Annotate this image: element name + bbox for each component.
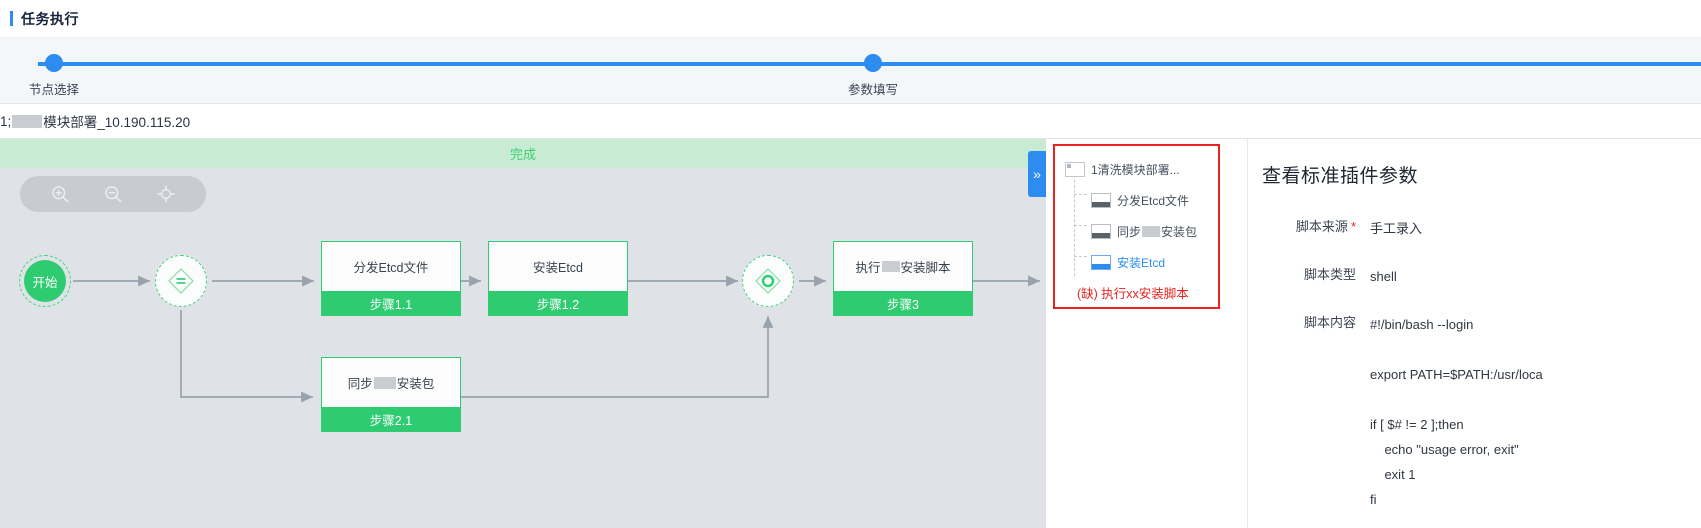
- flow-node-start[interactable]: 开始: [19, 255, 71, 307]
- chevron-double-right-icon: »: [1033, 166, 1041, 182]
- tree-item-label: (缺) 执行xx安装脚本: [1077, 286, 1189, 301]
- zoom-in-icon[interactable]: [50, 184, 70, 204]
- tree-tick: [1074, 225, 1087, 226]
- param-row-script-type: 脚本类型 shell: [1262, 264, 1701, 289]
- flow-canvas-column: 完成: [0, 139, 1046, 528]
- root-node-icon: [1065, 162, 1085, 177]
- content-area: 完成: [0, 139, 1701, 528]
- param-label-text: 脚本类型: [1303, 267, 1356, 282]
- node-step-badge: 步骤1.1: [322, 291, 460, 315]
- param-label: 脚本类型: [1262, 264, 1370, 283]
- param-row-script-content: 脚本内容 #!/bin/bash --login export PATH=$PA…: [1262, 312, 1701, 512]
- page-header: 任务执行: [0, 0, 1701, 38]
- node-title: 分发Etcd文件: [322, 242, 460, 291]
- step-parameter-fill[interactable]: 参数填写: [848, 54, 898, 98]
- status-badge: 完成: [509, 147, 536, 162]
- redacted-block: [1142, 226, 1161, 237]
- step-node-selection[interactable]: 节点选择: [29, 54, 79, 98]
- task-name-row: 1; 模块部署_10.190.115.20: [0, 104, 1701, 139]
- node-tree-highlight-box: 1清洗模块部署... 分发Etcd文件 同步安装包 安装Etcd (缺) 执行x…: [1053, 144, 1220, 309]
- node-step-badge: 步骤2.1: [322, 407, 460, 431]
- tree-item-missing-script[interactable]: (缺) 执行xx安装脚本: [1055, 278, 1218, 306]
- node-title: 同步安装包: [322, 358, 460, 407]
- gateway-circle: [155, 255, 207, 307]
- step-dot-icon: [864, 54, 882, 72]
- param-label: 脚本内容: [1262, 312, 1370, 331]
- tree-item-label: 分发Etcd文件: [1117, 194, 1190, 208]
- param-label-text: 脚本内容: [1303, 315, 1356, 330]
- page-title: 任务执行: [21, 10, 79, 27]
- title-accent-bar: [10, 11, 13, 26]
- panel-collapse-button[interactable]: »: [1028, 151, 1046, 197]
- param-value: 手工录入: [1370, 221, 1423, 236]
- step-label: 节点选择: [29, 83, 80, 97]
- redacted-block: [881, 261, 900, 272]
- redacted-block: [373, 376, 396, 389]
- zoom-out-icon[interactable]: [103, 184, 123, 204]
- param-label-text: 脚本来源: [1295, 219, 1348, 234]
- leaf-node-icon: [1091, 193, 1111, 208]
- tree-item-install-etcd[interactable]: 安装Etcd: [1055, 247, 1218, 278]
- flow-node-install-etcd[interactable]: 安装Etcd 步骤1.2: [488, 241, 628, 316]
- flow-canvas[interactable]: 开始: [0, 168, 1046, 528]
- param-value: shell: [1370, 269, 1397, 284]
- tree-item-sync-package[interactable]: 同步安装包: [1055, 216, 1218, 247]
- fit-view-icon[interactable]: [156, 184, 176, 204]
- status-banner: 完成: [0, 139, 1046, 168]
- flow-node-execute-script[interactable]: 执行安装脚本 步骤3: [833, 241, 973, 316]
- gateway-circle: [742, 255, 794, 307]
- tree-item-root[interactable]: 1清洗模块部署...: [1055, 154, 1218, 185]
- flow-node-sync-package[interactable]: 同步安装包 步骤2.1: [321, 357, 461, 432]
- node-tree-column: 1清洗模块部署... 分发Etcd文件 同步安装包 安装Etcd (缺) 执行x…: [1046, 139, 1248, 528]
- tree-item-distribute-etcd[interactable]: 分发Etcd文件: [1055, 185, 1218, 216]
- tree-tick: [1074, 256, 1087, 257]
- params-panel-title: 查看标准插件参数: [1262, 166, 1419, 187]
- param-label: 脚本来源*: [1262, 216, 1370, 235]
- leaf-node-icon: [1091, 224, 1111, 239]
- start-node-label: 开始: [32, 275, 58, 290]
- tree-item-label: 1清洗模块部署...: [1091, 163, 1180, 177]
- required-asterisk: *: [1350, 219, 1356, 234]
- task-name-prefix: 1;: [0, 113, 12, 129]
- tree-item-label: 安装Etcd: [1117, 256, 1166, 270]
- tree-guide-line: [1074, 180, 1075, 276]
- step-dot-icon: [45, 54, 63, 72]
- leaf-node-icon-blue: [1091, 255, 1111, 270]
- start-node-label-wrap: 开始: [24, 260, 66, 302]
- node-step-badge: 步骤3: [834, 291, 972, 315]
- start-circle: 开始: [19, 255, 71, 307]
- flow-node-gateway-1[interactable]: [155, 255, 207, 307]
- node-title: 安装Etcd: [489, 242, 627, 291]
- plugin-params-panel: 查看标准插件参数 脚本来源* 手工录入 脚本类型 shell 脚本内容 #!/b…: [1248, 139, 1701, 528]
- tree-tick: [1074, 194, 1087, 195]
- tree-item-label: 同步安装包: [1117, 225, 1198, 239]
- script-content-value: #!/bin/bash --login export PATH=$PATH:/u…: [1370, 317, 1543, 507]
- flow-node-distribute-etcd[interactable]: 分发Etcd文件 步骤1.1: [321, 241, 461, 316]
- flow-edges: [73, 275, 1040, 403]
- node-title: 执行安装脚本: [834, 242, 972, 291]
- param-row-script-source: 脚本来源* 手工录入: [1262, 216, 1701, 241]
- converging-gateway-icon: [753, 266, 783, 296]
- step-label: 参数填写: [848, 83, 899, 97]
- wizard-steps: 节点选择 参数填写: [0, 38, 1701, 104]
- redacted-block: [12, 114, 43, 128]
- canvas-zoom-toolbar: [20, 176, 206, 212]
- task-name: 1; 模块部署_10.190.115.20: [0, 111, 190, 131]
- node-step-badge: 步骤1.2: [489, 291, 627, 315]
- task-name-suffix: 模块部署_10.190.115.20: [43, 115, 191, 130]
- flow-node-gateway-2[interactable]: [742, 255, 794, 307]
- parallel-gateway-icon: [166, 266, 196, 296]
